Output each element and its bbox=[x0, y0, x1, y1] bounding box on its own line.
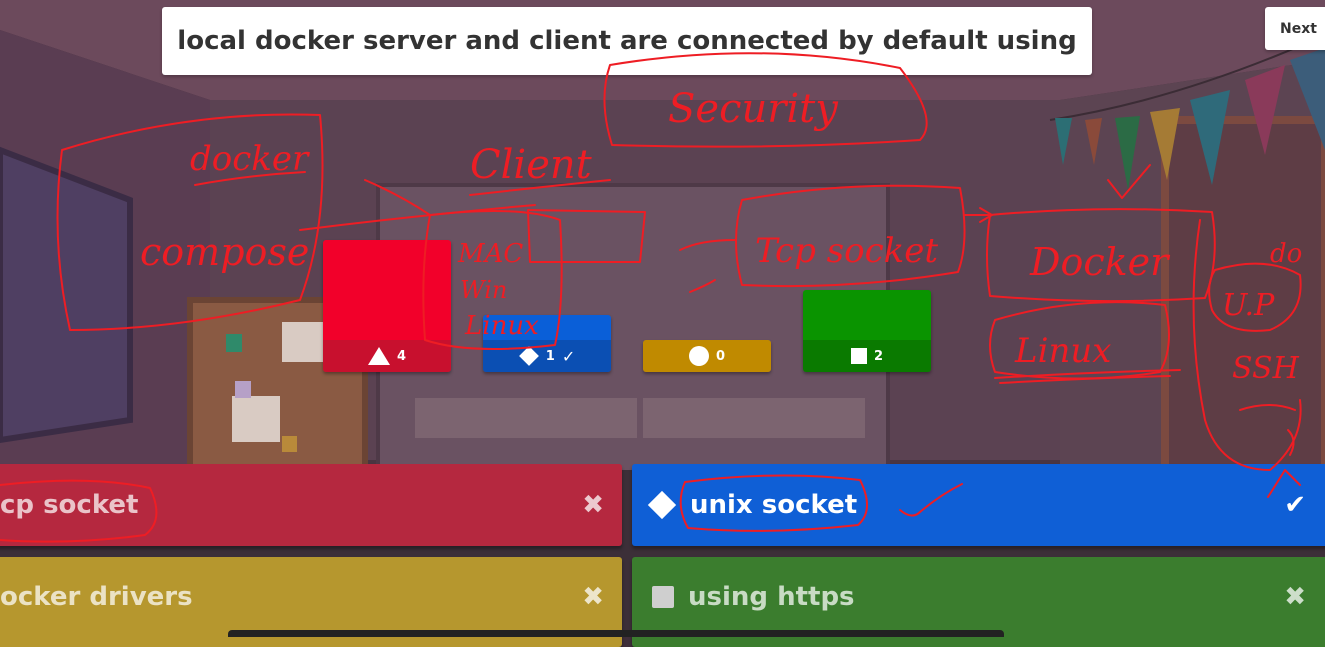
answer-label: using https bbox=[688, 582, 855, 612]
result-bar-square: 2 bbox=[803, 290, 931, 372]
answer-label: cp socket bbox=[0, 490, 139, 520]
result-bar-fill bbox=[803, 290, 931, 340]
result-count: 2 bbox=[873, 348, 884, 364]
result-count: 0 bbox=[715, 348, 726, 364]
triangle-icon bbox=[367, 347, 390, 365]
square-icon bbox=[652, 586, 674, 608]
result-bar-triangle: 4 bbox=[323, 240, 451, 372]
check-icon: ✔ bbox=[1284, 490, 1306, 520]
result-bar-circle: 0 bbox=[643, 340, 771, 372]
result-bar-fill bbox=[483, 315, 611, 340]
question-banner: local docker server and client are conne… bbox=[162, 7, 1092, 75]
result-bar-footer: 4 bbox=[323, 340, 451, 372]
answer-label: unix socket bbox=[690, 490, 858, 520]
result-count: 1 bbox=[545, 348, 555, 364]
result-bar-footer: 0 bbox=[643, 340, 771, 372]
cross-icon: ✖ bbox=[582, 582, 604, 612]
answer-unix-socket[interactable]: unix socket ✔ bbox=[632, 464, 1325, 546]
result-bar-diamond: 1 ✓ bbox=[483, 315, 611, 372]
result-bar-fill bbox=[323, 240, 451, 340]
diamond-icon bbox=[518, 346, 539, 366]
bottom-strip bbox=[228, 630, 1004, 637]
correct-check-icon: ✓ bbox=[561, 346, 576, 366]
cross-icon: ✖ bbox=[1284, 582, 1306, 612]
cross-icon: ✖ bbox=[582, 490, 604, 520]
circle-icon bbox=[688, 346, 709, 366]
next-button[interactable]: Next bbox=[1265, 7, 1325, 50]
question-text: local docker server and client are conne… bbox=[177, 26, 1077, 56]
result-bar-footer: 1 ✓ bbox=[483, 340, 611, 372]
result-count: 4 bbox=[396, 348, 407, 364]
answer-tcp-socket[interactable]: cp socket ✖ bbox=[0, 464, 622, 546]
answer-label: ocker drivers bbox=[0, 582, 193, 612]
result-bar-footer: 2 bbox=[803, 340, 931, 372]
diamond-icon bbox=[647, 490, 677, 520]
square-icon bbox=[850, 348, 867, 364]
